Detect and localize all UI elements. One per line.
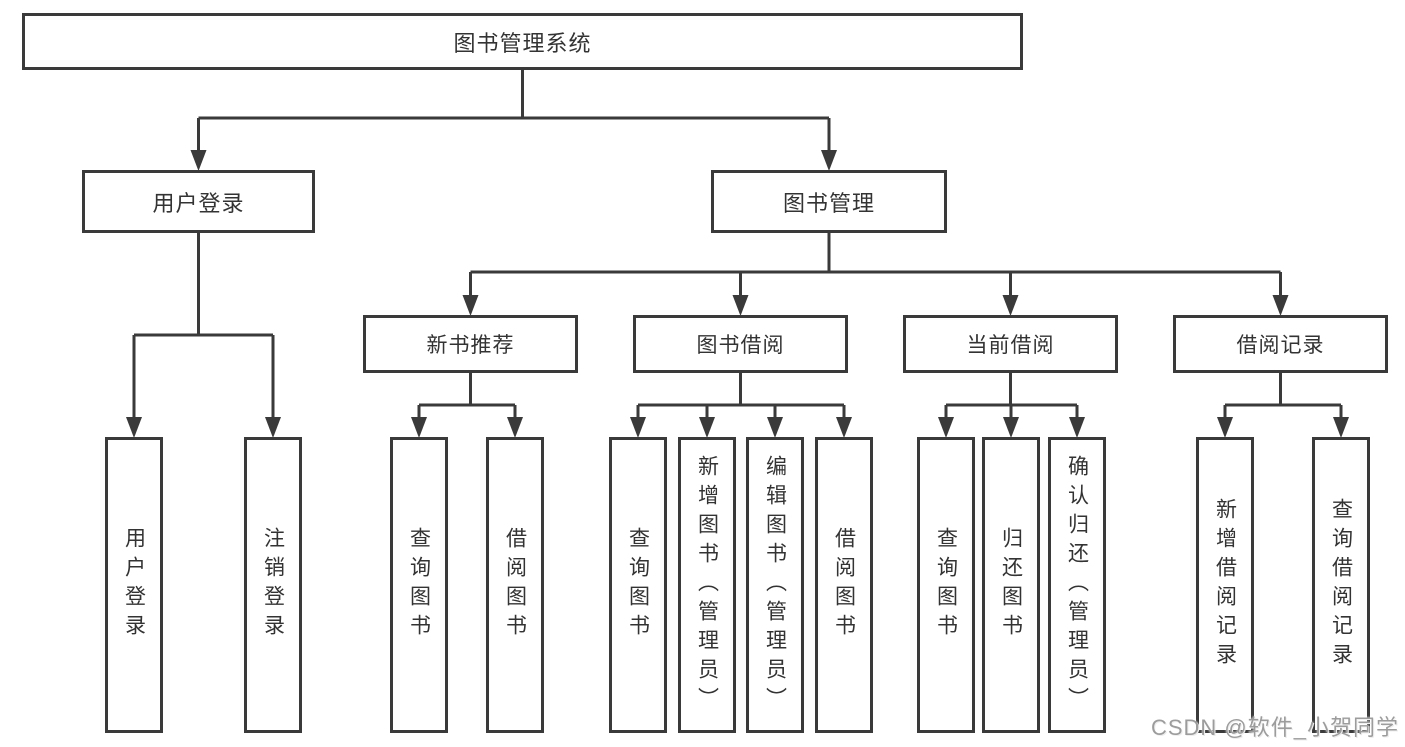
leaf-return-books-label: 归还图书: [999, 527, 1023, 643]
leaf-add-borrow-record: 新增借阅记录: [1196, 437, 1254, 733]
leaf-add-books-admin-label: 新增图书（管理员）: [695, 454, 719, 716]
leaf-logout-label: 注销登录: [261, 527, 285, 643]
leaf-confirm-return-admin: 确认归还（管理员）: [1048, 437, 1106, 733]
leaf-borrow-books-label: 借阅图书: [832, 527, 856, 643]
node-root-label: 图书管理系统: [453, 30, 592, 56]
leaf-borrow-books: 借阅图书: [815, 437, 873, 733]
leaf-borrow-query-books-label: 查询图书: [626, 527, 650, 643]
node-book-borrow: 图书借阅: [633, 315, 848, 373]
leaf-query-borrow-record-label: 查询借阅记录: [1329, 498, 1353, 672]
leaf-add-books-admin: 新增图书（管理员）: [678, 437, 736, 733]
arrowheads: [126, 150, 1349, 438]
leaf-current-query-books-label: 查询图书: [934, 527, 958, 643]
leaf-recommend-borrow-books: 借阅图书: [486, 437, 544, 733]
node-user-login-branch-label: 用户登录: [152, 190, 245, 216]
node-current-borrow: 当前借阅: [903, 315, 1118, 373]
leaf-edit-books-admin: 编辑图书（管理员）: [746, 437, 804, 733]
node-borrow-record: 借阅记录: [1173, 315, 1388, 373]
leaf-user-login: 用户登录: [105, 437, 163, 733]
leaf-recommend-query-books: 查询图书: [390, 437, 448, 733]
node-book-borrow-label: 图书借阅: [696, 334, 785, 357]
node-new-book-recommend-label: 新书推荐: [426, 334, 515, 357]
leaf-recommend-borrow-books-label: 借阅图书: [503, 527, 527, 643]
leaf-edit-books-admin-label: 编辑图书（管理员）: [763, 454, 787, 716]
leaf-current-query-books: 查询图书: [917, 437, 975, 733]
csdn-watermark: CSDN @软件_小贺同学: [1150, 715, 1399, 740]
node-borrow-record-label: 借阅记录: [1236, 334, 1325, 357]
node-root: 图书管理系统: [22, 13, 1023, 70]
leaf-confirm-return-admin-label: 确认归还（管理员）: [1065, 454, 1089, 716]
node-current-borrow-label: 当前借阅: [966, 334, 1055, 357]
leaf-return-books: 归还图书: [982, 437, 1040, 733]
leaf-user-login-label: 用户登录: [122, 527, 146, 643]
leaf-logout: 注销登录: [244, 437, 302, 733]
node-new-book-recommend: 新书推荐: [363, 315, 578, 373]
node-book-management-branch-label: 图书管理: [782, 190, 875, 216]
leaf-add-borrow-record-label: 新增借阅记录: [1213, 498, 1237, 672]
leaf-borrow-query-books: 查询图书: [609, 437, 667, 733]
leaf-query-borrow-record: 查询借阅记录: [1312, 437, 1370, 733]
leaf-recommend-query-books-label: 查询图书: [407, 527, 431, 643]
node-user-login-branch: 用户登录: [82, 170, 315, 233]
node-book-management-branch: 图书管理: [711, 170, 947, 233]
